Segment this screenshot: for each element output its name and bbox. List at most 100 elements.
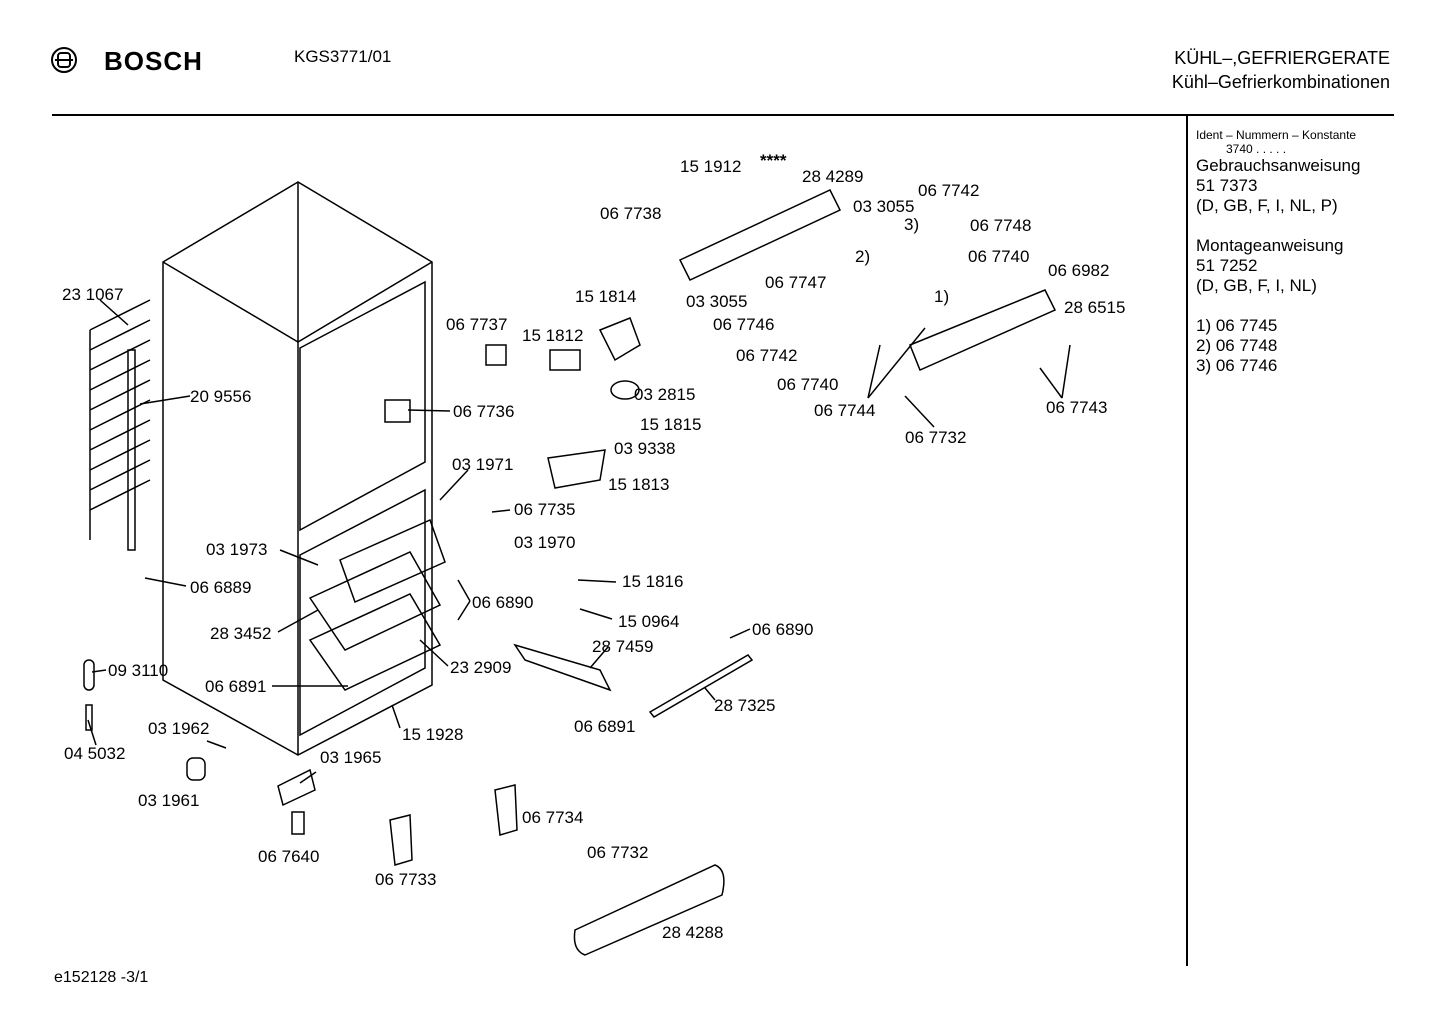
part-label: 03 3055 — [853, 197, 914, 216]
doc1-langs: (D, GB, F, I, NL, P) — [1196, 196, 1338, 215]
part-label: 09 3110 — [108, 661, 168, 680]
part-label: 03 3055 — [686, 292, 747, 311]
sidebar-divider — [1186, 116, 1188, 966]
cabinet-top-edge — [162, 261, 433, 343]
shelf-3 — [308, 593, 442, 691]
part-label: 06 7732 — [587, 843, 648, 862]
doc2-number: 51 7252 — [1196, 256, 1258, 275]
part-label: 06 7734 — [522, 808, 583, 827]
part-label: 03 9338 — [614, 439, 675, 458]
light-housing — [678, 189, 842, 281]
part-label: 03 1961 — [138, 791, 199, 810]
part-label: 06 6982 — [1048, 261, 1109, 280]
control-panel — [909, 289, 1057, 372]
part-label: 15 1912 — [680, 157, 741, 176]
ident-label: Ident – Nummern – Konstante — [1196, 128, 1357, 142]
shelf-2 — [308, 551, 442, 651]
door-handle — [573, 864, 725, 956]
part-label: 06 7746 — [713, 315, 774, 334]
part-label: 15 1812 — [522, 326, 583, 345]
category-title: KÜHL–,GEFRIERGERATE — [1174, 48, 1390, 68]
model-number: KGS3771/01 — [294, 47, 392, 66]
part-label: 06 7733 — [375, 870, 436, 889]
part-label: 06 7748 — [970, 216, 1031, 235]
part-label: 15 1813 — [608, 475, 669, 494]
part-label: 23 1067 — [62, 285, 123, 304]
bracket-clip — [485, 344, 507, 366]
part-label: 06 7744 — [814, 401, 875, 420]
fan-clip — [549, 349, 581, 371]
doc2-title: Montageanweisung — [1196, 236, 1344, 255]
door-rail — [648, 654, 754, 718]
diagram-drawing — [83, 181, 1071, 956]
cover-strip — [513, 643, 612, 692]
foot — [291, 811, 305, 835]
part-label: 06 7740 — [968, 247, 1029, 266]
doc2-langs: (D, GB, F, I, NL) — [1196, 276, 1317, 295]
part-label: 04 5032 — [64, 744, 125, 763]
ident-value: 3740 . . . . . — [1226, 142, 1287, 156]
part-label: 15 1815 — [640, 415, 701, 434]
category-subtitle: Kühl–Gefrierkombinationen — [1171, 72, 1390, 92]
part-label: 06 6890 — [472, 593, 533, 612]
part-label: 03 1973 — [206, 540, 267, 559]
part-label: 15 0964 — [618, 612, 679, 631]
bracket-right — [494, 784, 518, 836]
part-label: 03 1965 — [320, 748, 381, 767]
part-label: 06 7738 — [600, 204, 661, 223]
part-label: 06 6890 — [752, 620, 813, 639]
sensor-tube — [83, 659, 95, 691]
condenser-coil — [89, 299, 151, 540]
part-label: 03 1970 — [514, 533, 575, 552]
part-label: 20 9556 — [190, 387, 251, 406]
part-label: 28 7325 — [714, 696, 775, 715]
part-label: 2) — [855, 247, 870, 266]
part-label: 28 4289 — [802, 167, 863, 186]
note-2: 2) 06 7748 — [1196, 336, 1278, 355]
freezer-compartment — [299, 488, 426, 737]
part-label: 06 7735 — [514, 500, 575, 519]
part-label: 28 4288 — [662, 923, 723, 942]
part-label: 06 7742 — [918, 181, 979, 200]
part-label: 06 6891 — [574, 717, 635, 736]
part-label: 06 6891 — [205, 677, 266, 696]
bushing — [186, 757, 206, 781]
part-label: 06 7640 — [258, 847, 319, 866]
condenser-bar — [127, 349, 136, 551]
hinge-bracket — [277, 768, 316, 807]
part-label: 06 7736 — [453, 402, 514, 421]
part-label: 03 2815 — [634, 385, 695, 404]
part-label: 06 7742 — [736, 346, 797, 365]
part-label: 06 7737 — [446, 315, 507, 334]
sensor-probe — [85, 704, 93, 731]
thermostat — [384, 399, 411, 423]
part-label: 03 1962 — [148, 719, 209, 738]
part-label: 15 1928 — [402, 725, 463, 744]
lamp-cover — [598, 317, 641, 362]
doc1-title: Gebrauchsanweisung — [1196, 156, 1361, 175]
part-label: 28 3452 — [210, 624, 271, 643]
part-label: 06 7732 — [905, 428, 966, 447]
fridge-compartment — [299, 280, 426, 532]
sidebar-info: Ident – Nummern – Konstante 3740 . . . .… — [1196, 128, 1396, 376]
part-label: 15 1814 — [575, 287, 636, 306]
footer-code: e152128 -3/1 — [54, 969, 149, 986]
note-1: 1) 06 7745 — [1196, 316, 1278, 335]
part-label: 06 7740 — [777, 375, 838, 394]
note-3: 3) 06 7746 — [1196, 356, 1278, 375]
part-label: 06 6889 — [190, 578, 251, 597]
part-label: 3) — [904, 215, 919, 234]
header-divider — [52, 114, 1394, 116]
part-label: 28 7459 — [592, 637, 653, 656]
part-label: 23 2909 — [450, 658, 511, 677]
part-label: 28 6515 — [1064, 298, 1125, 317]
bracket-left — [389, 814, 413, 866]
part-label: 03 1971 — [452, 455, 513, 474]
bosch-logo-icon — [51, 47, 77, 73]
part-label: **** — [760, 151, 787, 170]
lamp-socket — [610, 380, 640, 400]
shelf-1 — [339, 518, 446, 604]
part-label: 06 7747 — [765, 273, 826, 292]
